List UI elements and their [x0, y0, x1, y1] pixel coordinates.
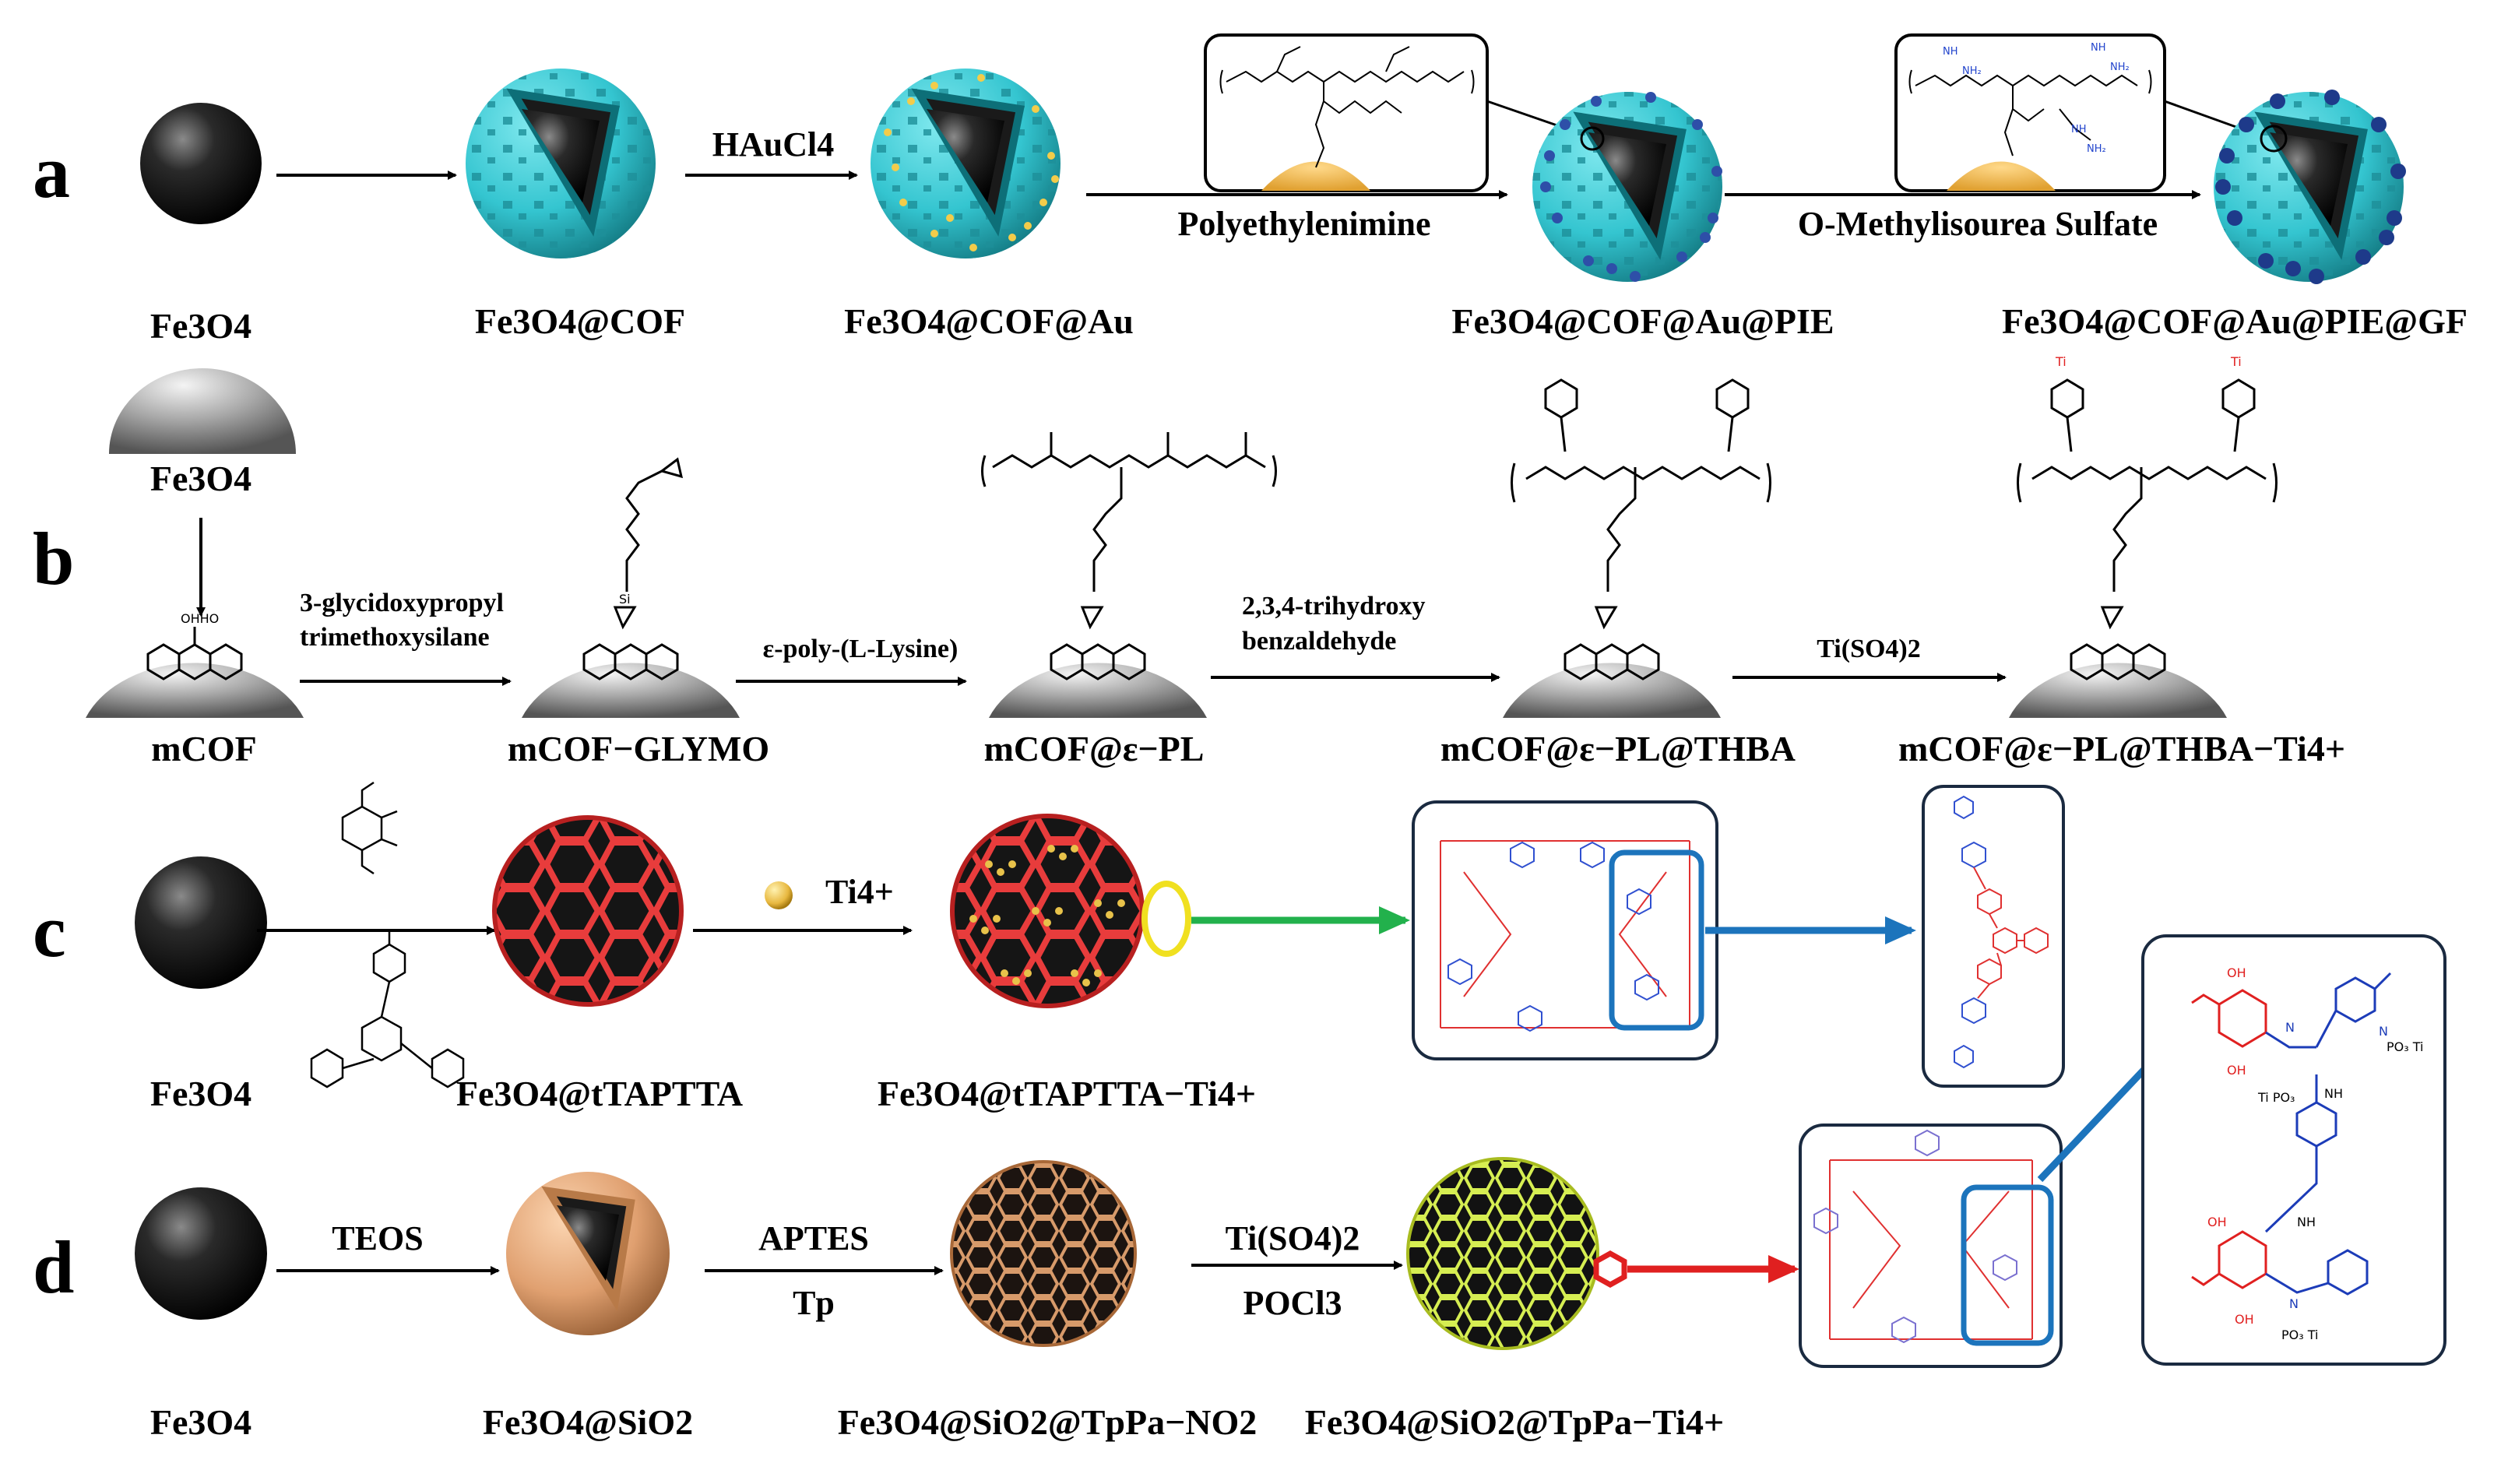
reagent-d-2: Tp [793, 1284, 835, 1322]
row-b: OHHO Si [86, 354, 2278, 718]
label-d-1: Fe3O4@SiO2 [482, 1402, 694, 1442]
svg-text:Ti: Ti [2055, 354, 2067, 369]
tppa-ti-sphere [1406, 1157, 1627, 1350]
row-letter-a: a [33, 130, 70, 213]
fragment-box-c [1922, 785, 2065, 1088]
reagent-b-5: Ti(SO4)2 [1817, 635, 1921, 663]
svg-text:NH: NH [2071, 124, 2087, 135]
reagent-b-2: ε-poly-(L-Lysine) [762, 635, 959, 663]
svg-text:N: N [2379, 1024, 2388, 1039]
cof-au-sphere [871, 69, 1061, 258]
fe3o4-sphere [140, 103, 262, 224]
reagent-b-4: benzaldehyde [1242, 627, 1397, 656]
thba-dome [1503, 378, 1771, 718]
label-a-0: Fe3O4 [149, 306, 252, 346]
svg-text:N: N [2285, 1020, 2295, 1035]
glymo-dome: Si [522, 457, 740, 718]
fe3o4-sphere-d [135, 1187, 267, 1320]
ttaptta-ti-sphere [950, 814, 1191, 1008]
row-letter-d: d [33, 1226, 75, 1309]
reagent-c-0: Ti4+ [825, 873, 894, 911]
svg-text:NH: NH [2297, 1215, 2316, 1229]
svg-text:NH: NH [2091, 42, 2106, 54]
label-c-0: Fe3O4 [149, 1074, 252, 1113]
svg-text:OH: OH [2227, 1063, 2246, 1078]
framework-box-d [1799, 1124, 2063, 1368]
row-d: OH OH OH OH N N NH NH N PO₃ Ti PO₃ Ti Ti… [135, 934, 2446, 1368]
fe3o4-sphere-c [135, 856, 267, 989]
label-d-0: Fe3O4 [149, 1402, 252, 1442]
fe3o4-dome [109, 368, 296, 454]
row-letter-c: c [33, 889, 66, 972]
gf-sphere [2214, 90, 2406, 284]
svg-text:NH₂: NH₂ [2110, 62, 2130, 73]
reagent-d-4: POCl3 [1243, 1284, 1342, 1322]
tppa-no2-sphere [950, 1160, 1137, 1347]
row-letter-b: b [33, 517, 75, 600]
label-a-1: Fe3O4@COF [474, 301, 686, 341]
reagent-d-3: Ti(SO4)2 [1225, 1219, 1360, 1257]
svg-text:OH: OH [2207, 1215, 2227, 1229]
fragment-box-d: OH OH OH OH N N NH NH N PO₃ Ti PO₃ Ti Ti… [2141, 934, 2446, 1366]
epl-dome [981, 432, 1277, 718]
svg-text:Ti: Ti [2230, 354, 2242, 369]
label-a-3: Fe3O4@COF@Au@PIE [1451, 301, 1834, 341]
svg-text:OH: OH [2235, 1312, 2254, 1327]
label-a-2: Fe3O4@COF@Au [844, 301, 1134, 341]
label-d-2: Fe3O4@SiO2@TpPa−NO2 [837, 1402, 1258, 1442]
label-b-0: mCOF [151, 729, 257, 768]
mcof-dome: OHHO [86, 611, 304, 718]
label-b-top: Fe3O4 [149, 459, 252, 498]
reagent-d-1: APTES [758, 1219, 869, 1257]
row-c [135, 781, 2065, 1088]
svg-text:N: N [2289, 1296, 2299, 1311]
svg-text:NH₂: NH₂ [2087, 143, 2106, 155]
pie-structure-inset [1204, 33, 1489, 192]
svg-text:NH: NH [1943, 46, 1958, 58]
cof-sphere [466, 69, 656, 258]
ti-ball [765, 881, 793, 909]
label-a-4: Fe3O4@COF@Au@PIE@GF [2002, 301, 2468, 341]
monomer-structures [310, 781, 465, 1088]
thba-ti-dome: Ti Ti [2009, 354, 2278, 718]
label-c-1: Fe3O4@tTAPTTA [456, 1074, 744, 1113]
label-b-4: mCOF@ε−PL@THBA−Ti4+ [1898, 729, 2346, 768]
reagent-d-0: TEOS [332, 1219, 424, 1257]
svg-text:PO₃ Ti: PO₃ Ti [2281, 1328, 2318, 1342]
reagent-a-1: Polyethylenimine [1177, 205, 1431, 243]
label-b-1: mCOF−GLYMO [507, 729, 770, 768]
pie-sphere [1532, 92, 1722, 282]
label-b-3: mCOF@ε−PL@THBA [1440, 729, 1796, 768]
reagent-b-0: 3-glycidoxypropyl [300, 589, 504, 617]
svg-text:OH: OH [2227, 965, 2246, 980]
label-d-3: Fe3O4@SiO2@TpPa−Ti4+ [1304, 1402, 1725, 1442]
reagent-b-3: 2,3,4-trihydroxy [1242, 592, 1426, 621]
svg-text:Ti PO₃: Ti PO₃ [2257, 1090, 2295, 1105]
reagent-a-0: HAuCl4 [712, 125, 835, 164]
framework-box-c [1412, 800, 1718, 1060]
label-b-2: mCOF@ε−PL [983, 729, 1205, 768]
reagent-b-1: trimethoxysilane [300, 623, 490, 652]
sio2-sphere [506, 1172, 670, 1335]
svg-text:NH₂: NH₂ [1962, 65, 1982, 77]
reagent-a-2: O-Methylisourea Sulfate [1797, 205, 2158, 243]
svg-text:OHHO: OHHO [181, 611, 219, 626]
label-c-2: Fe3O4@tTAPTTA−Ti4+ [877, 1074, 1257, 1113]
svg-text:Si: Si [619, 592, 631, 607]
svg-text:NH: NH [2324, 1086, 2343, 1101]
svg-text:PO₃ Ti: PO₃ Ti [2387, 1039, 2423, 1054]
ttaptta-sphere [492, 815, 684, 1007]
